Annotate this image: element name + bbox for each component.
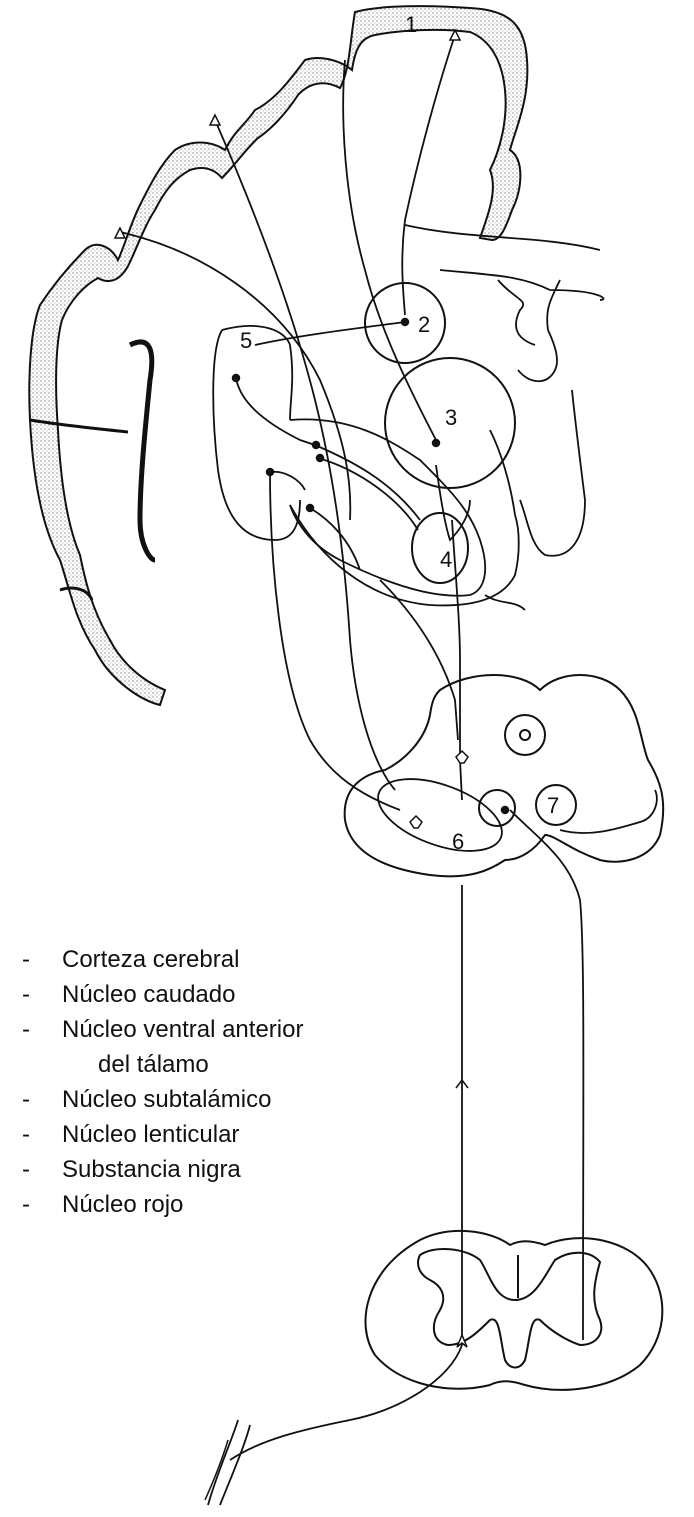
legend-text-2: Núcleo caudado: [62, 977, 235, 1012]
legend-text-1: Corteza cerebral: [62, 942, 239, 977]
legend-item-2: - Núcleo caudado: [0, 977, 440, 1012]
legend-item-3: - Núcleo ventral anterior: [0, 1012, 440, 1047]
legend-item-5: - Núcleo lenticular: [0, 1117, 440, 1152]
red-nucleus-small: [479, 790, 515, 826]
legend: - Corteza cerebral - Núcleo caudado - Nú…: [0, 942, 440, 1222]
legend-text-5: Núcleo lenticular: [62, 1117, 239, 1152]
legend-dash: -: [22, 1117, 30, 1152]
label-2: 2: [418, 312, 430, 337]
legend-item-6: - Substancia nigra: [0, 1152, 440, 1187]
neural-pathways: [120, 35, 583, 1460]
nucleus-6-outline: [369, 765, 512, 866]
legend-text-3: Núcleo ventral anterior: [62, 1012, 303, 1047]
legend-dash: -: [22, 1152, 30, 1187]
legend-text-7: Núcleo rojo: [62, 1187, 183, 1222]
muscle: [205, 1420, 250, 1505]
cerebral-cortex: [29, 6, 527, 705]
legend-dash: -: [22, 977, 30, 1012]
legend-item-1: - Corteza cerebral: [0, 942, 440, 977]
label-6: 6: [452, 829, 464, 854]
aqueduct-inner: [520, 730, 530, 740]
brainstem-section: [345, 675, 664, 876]
legend-dash: -: [22, 1187, 30, 1222]
legend-dash: -: [22, 1082, 30, 1117]
aqueduct-outer: [505, 715, 545, 755]
spinal-cord-section: [365, 1231, 662, 1390]
legend-text-4: Núcleo subtalámico: [62, 1082, 271, 1117]
legend-text-6: Substancia nigra: [62, 1152, 241, 1187]
legend-dash: -: [22, 942, 30, 977]
label-3: 3: [445, 405, 457, 430]
legend-item-4: - Núcleo subtalámico: [0, 1082, 440, 1117]
label-7: 7: [547, 793, 559, 818]
legend-item-7: - Núcleo rojo: [0, 1187, 440, 1222]
label-4: 4: [440, 547, 452, 572]
legend-dash: -: [22, 1012, 30, 1047]
label-1: 1: [405, 12, 417, 37]
nuclei: [365, 283, 515, 583]
legend-item-3-cont: del tálamo: [0, 1047, 440, 1082]
legend-text-3-cont: del tálamo: [98, 1047, 209, 1082]
label-5: 5: [240, 328, 252, 353]
